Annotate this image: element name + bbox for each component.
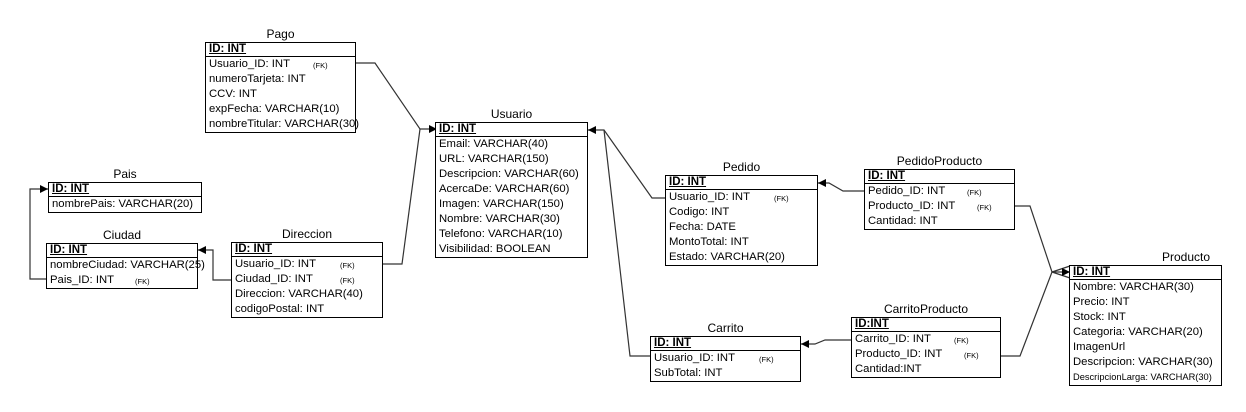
entity-title: PedidoProducto xyxy=(896,154,983,168)
field: AcercaDe: VARCHAR(60) xyxy=(439,183,570,195)
field: Cantidad: INT xyxy=(868,215,938,227)
entity-direccion[interactable]: Direccion ID: INT Usuario_ID: INT(FK) Ci… xyxy=(231,228,383,318)
primary-key: ID:INT xyxy=(852,318,1000,332)
field: numeroTarjeta: INT xyxy=(209,73,306,85)
line-pago-usuario xyxy=(355,62,437,130)
field: Categoria: VARCHAR(20) xyxy=(1073,326,1203,338)
fk-marker: (FK) xyxy=(340,261,355,270)
field: Fecha: DATE xyxy=(669,221,736,233)
fk-marker: (FK) xyxy=(340,276,355,285)
entity-pedido[interactable]: Pedido ID: INT Usuario_ID: INT(FK) Codig… xyxy=(665,161,818,266)
field: URL: VARCHAR(150) xyxy=(439,153,549,165)
entity-title: Pais xyxy=(113,167,137,181)
entity-ciudad[interactable]: Ciudad ID: INT nombreCiudad: VARCHAR(25)… xyxy=(46,229,205,289)
line-pedido-usuario xyxy=(588,129,666,199)
primary-key: ID: INT xyxy=(47,244,197,258)
fk-marker: (FK) xyxy=(774,194,789,203)
field: Imagen: VARCHAR(150) xyxy=(439,198,564,210)
primary-key: ID: INT xyxy=(651,337,800,351)
field: Producto_ID: INT(FK) xyxy=(865,199,1014,214)
field: MontoTotal: INT xyxy=(669,236,749,248)
field: Descripcion: VARCHAR(60) xyxy=(439,168,579,180)
field: Nombre: VARCHAR(30) xyxy=(1073,281,1194,293)
line-pedidoproducto-producto xyxy=(1015,205,1070,273)
field: Visibilidad: BOOLEAN xyxy=(439,243,551,255)
entity-title: Pedido xyxy=(722,160,761,174)
field: Email: VARCHAR(40) xyxy=(439,138,549,150)
entity-title: Direccion xyxy=(281,227,332,241)
field: Codigo: INT xyxy=(669,206,730,218)
arrowhead-pais xyxy=(40,185,48,193)
entity-title: Pago xyxy=(266,27,295,41)
line-ciudad-pais xyxy=(29,188,48,280)
fk-marker: (FK) xyxy=(954,336,969,345)
entity-pais[interactable]: Pais ID: INT nombrePais: VARCHAR(20) xyxy=(48,168,202,213)
fk-marker: (FK) xyxy=(967,188,982,197)
field: codigoPostal: INT xyxy=(235,303,325,315)
fk-marker: (FK) xyxy=(313,61,328,70)
line-carritoproducto-producto xyxy=(1000,271,1053,357)
field: Producto_ID: INT(FK) xyxy=(852,347,1000,362)
fk-marker: (FK) xyxy=(759,355,774,364)
entity-title: Producto xyxy=(1161,250,1210,264)
field: Descripcion: VARCHAR(30) xyxy=(1073,356,1213,368)
field: Telefono: VARCHAR(10) xyxy=(439,228,563,240)
arrowhead-pedido xyxy=(818,179,826,187)
field: Stock: INT xyxy=(1073,311,1126,323)
field: ImagenUrl xyxy=(1073,341,1126,353)
line-direccion-usuario xyxy=(382,128,421,265)
entity-producto[interactable]: Producto ID: INT Nombre: VARCHAR(30) Pre… xyxy=(1069,251,1222,386)
field: Precio: INT xyxy=(1073,296,1130,308)
field: Nombre: VARCHAR(30) xyxy=(439,213,560,225)
field: Direccion: VARCHAR(40) xyxy=(235,288,363,300)
arrowhead-carrito xyxy=(801,340,809,348)
field: Ciudad_ID: INT(FK) xyxy=(232,272,382,287)
field: SubTotal: INT xyxy=(654,367,723,379)
entity-usuario[interactable]: Usuario ID: INT Email: VARCHAR(40) URL: … xyxy=(435,108,588,258)
arrowhead-usuario-pago xyxy=(429,125,437,133)
primary-key: ID: INT xyxy=(49,183,201,197)
primary-key: ID: INT xyxy=(865,170,1014,184)
field: Carrito_ID: INT(FK) xyxy=(852,332,1000,347)
entity-title: Carrito xyxy=(707,321,744,335)
field: DescripcionLarga: VARCHAR(30) xyxy=(1073,372,1212,382)
entity-title: Usuario xyxy=(490,107,533,121)
arrowhead-usuario-right xyxy=(588,126,596,134)
entity-pedidoproducto[interactable]: PedidoProducto ID: INT Pedido_ID: INT(FK… xyxy=(864,155,1015,230)
entity-carrito[interactable]: Carrito ID: INT Usuario_ID: INT(FK) SubT… xyxy=(650,322,801,382)
primary-key: ID: INT xyxy=(1070,266,1221,280)
fk-marker: (FK) xyxy=(977,203,992,212)
entity-title: Ciudad xyxy=(102,228,142,242)
field: Usuario_ID: INT(FK) xyxy=(232,257,382,272)
field: Usuario_ID: INT(FK) xyxy=(651,351,800,366)
arrowhead-ciudad xyxy=(198,246,206,254)
primary-key: ID: INT xyxy=(436,123,587,137)
primary-key: ID: INT xyxy=(232,243,382,257)
field: CCV: INT xyxy=(209,88,257,100)
line-carrito-usuario xyxy=(603,129,651,357)
field: Usuario_ID: INT(FK) xyxy=(206,57,355,72)
field: Pedido_ID: INT(FK) xyxy=(865,184,1014,199)
fk-marker: (FK) xyxy=(135,277,150,286)
entity-carritoproducto[interactable]: CarritoProducto ID:INT Carrito_ID: INT(F… xyxy=(851,303,1001,378)
arrowhead-producto xyxy=(1062,268,1070,276)
primary-key: ID: INT xyxy=(666,176,817,190)
field: Cantidad:INT xyxy=(855,363,922,375)
field: Pais_ID: INT(FK) xyxy=(47,273,197,288)
fk-marker: (FK) xyxy=(964,351,979,360)
primary-key: ID: INT xyxy=(206,43,355,57)
field: nombreTitular: VARCHAR(30) xyxy=(209,118,360,130)
field: expFecha: VARCHAR(10) xyxy=(209,103,340,115)
field: nombreCiudad: VARCHAR(25) xyxy=(50,259,205,271)
entity-pago[interactable]: Pago ID: INT Usuario_ID: INT(FK) numeroT… xyxy=(205,28,360,133)
field: nombrePais: VARCHAR(20) xyxy=(52,198,194,210)
field: Usuario_ID: INT(FK) xyxy=(666,190,817,205)
entity-title: CarritoProducto xyxy=(883,302,969,316)
field: Estado: VARCHAR(20) xyxy=(669,251,785,263)
